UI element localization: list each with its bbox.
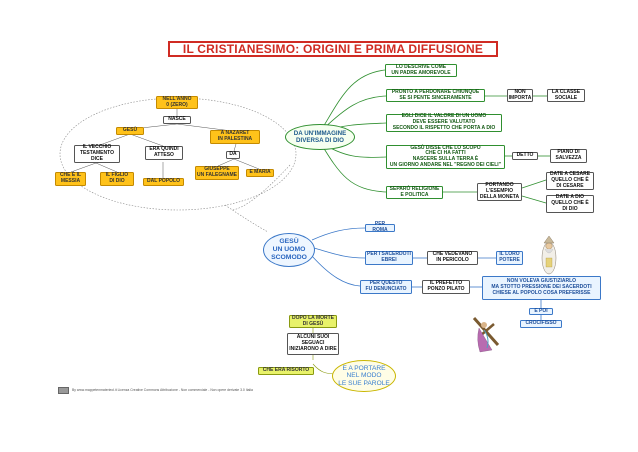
node-seguaci: ALCUNI SUOI SEGUACI INIZIARONO A DIRE <box>287 333 339 355</box>
node-loro-potere: IL LORO POTERE <box>496 251 523 265</box>
node-non-voleva-giustiziarlo: NON VOLEVA GIUSTIZIARLO MA STOTTO PRESSI… <box>482 276 601 300</box>
node-gesu: GESÙ <box>116 127 144 135</box>
hub-immagine-diversa: DA UN'IMMAGINE DIVERSA DI DIO <box>285 124 355 150</box>
node-classe-sociale: LA CLASSE SOCIALE <box>547 89 585 102</box>
node-fu-denunciato: PER QUESTO FU DENUNCIATO <box>360 280 412 294</box>
node-giuseppe: GIUSEPPE UN FALEGNAME <box>195 166 239 180</box>
license-text: By www.mappetenmaterieol.it Licenza Crea… <box>72 388 253 392</box>
node-nasce: NASCE <box>163 116 191 124</box>
node-separo-religione: SEPARÒ RELIGIONE E POLITICA <box>386 186 443 199</box>
node-date-a-dio: DATE A DIO QUELLO CHE È DI DIO <box>546 195 594 213</box>
node-date-a-cesare: DATE A CESARE QUELLO CHE È DI CESARE <box>546 172 594 190</box>
node-detto: DETTO <box>512 152 538 160</box>
node-scopo-regno: GESÙ DISSE CHE LO SCOPO CHE CI HA FATTI … <box>386 145 505 169</box>
node-dal-popolo: DAL POPOLO <box>143 178 184 186</box>
node-atteso: ERA QUINDI ATTESO <box>145 146 183 160</box>
node-sacerdoti-ebrei: PER I SACERDOTI EBREI <box>365 251 413 265</box>
node-e-poi: E POI <box>529 308 553 315</box>
node-messia: CHE È IL MESSIA <box>55 172 86 186</box>
node-nell-anno: NELL'ANNO 0 (ZERO) <box>156 96 198 109</box>
creative-commons-icon <box>58 387 69 394</box>
node-ponzio-pilato: IL PREFETTO PONZO PILATO <box>422 280 470 294</box>
hub-uomo-scomodo: GESÙ UN UOMO SCOMODO <box>263 233 315 267</box>
node-da: DA <box>226 151 240 159</box>
node-padre-amorevole: LO DESCRIVE COME UN PADRE AMOREVOLE <box>385 64 457 77</box>
node-vedevano-pericolo: CHE VEDEVANO IN PERICOLO <box>427 251 478 265</box>
node-per-roma: PER ROMA <box>365 224 395 232</box>
node-crocifisso: CROCIFISSO <box>520 320 562 328</box>
node-dopo-la-morte: DOPO LA MORTE DI GESÙ <box>289 315 337 328</box>
node-perdonare: PRONTO A PERDONARE CHIUNQUE SE SI PENTE … <box>386 89 485 102</box>
node-era-risorto: CHE ERA RISORTO <box>258 367 314 375</box>
node-nazaret: A NAZARET IN PALESTINA <box>210 130 260 144</box>
node-piano-salvezza: PIANO DI SALVEZZA <box>550 149 587 163</box>
license-footer: By www.mappetenmaterieol.it Licenza Crea… <box>58 386 358 394</box>
node-valore-uomo: EGLI DICE IL VALORE DI UN UOMO DEVE ESSE… <box>386 114 502 132</box>
crucifixion-illustration <box>474 318 498 352</box>
node-vecchio-testamento: IL VECCHIO TESTAMENTO DICE <box>74 145 120 163</box>
node-esempio-moneta: PORTANDO L'ESEMPIO DELLA MONETA <box>477 183 522 201</box>
page-title: IL CRISTIANESIMO: ORIGINI E PRIMA DIFFUS… <box>168 41 498 57</box>
node-non-importa: NON IMPORTA <box>507 89 533 102</box>
priest-illustration <box>542 236 556 274</box>
node-figlio-di-dio: IL FIGLIO DI DIO <box>100 172 134 186</box>
node-maria: E MARIA <box>246 169 274 177</box>
